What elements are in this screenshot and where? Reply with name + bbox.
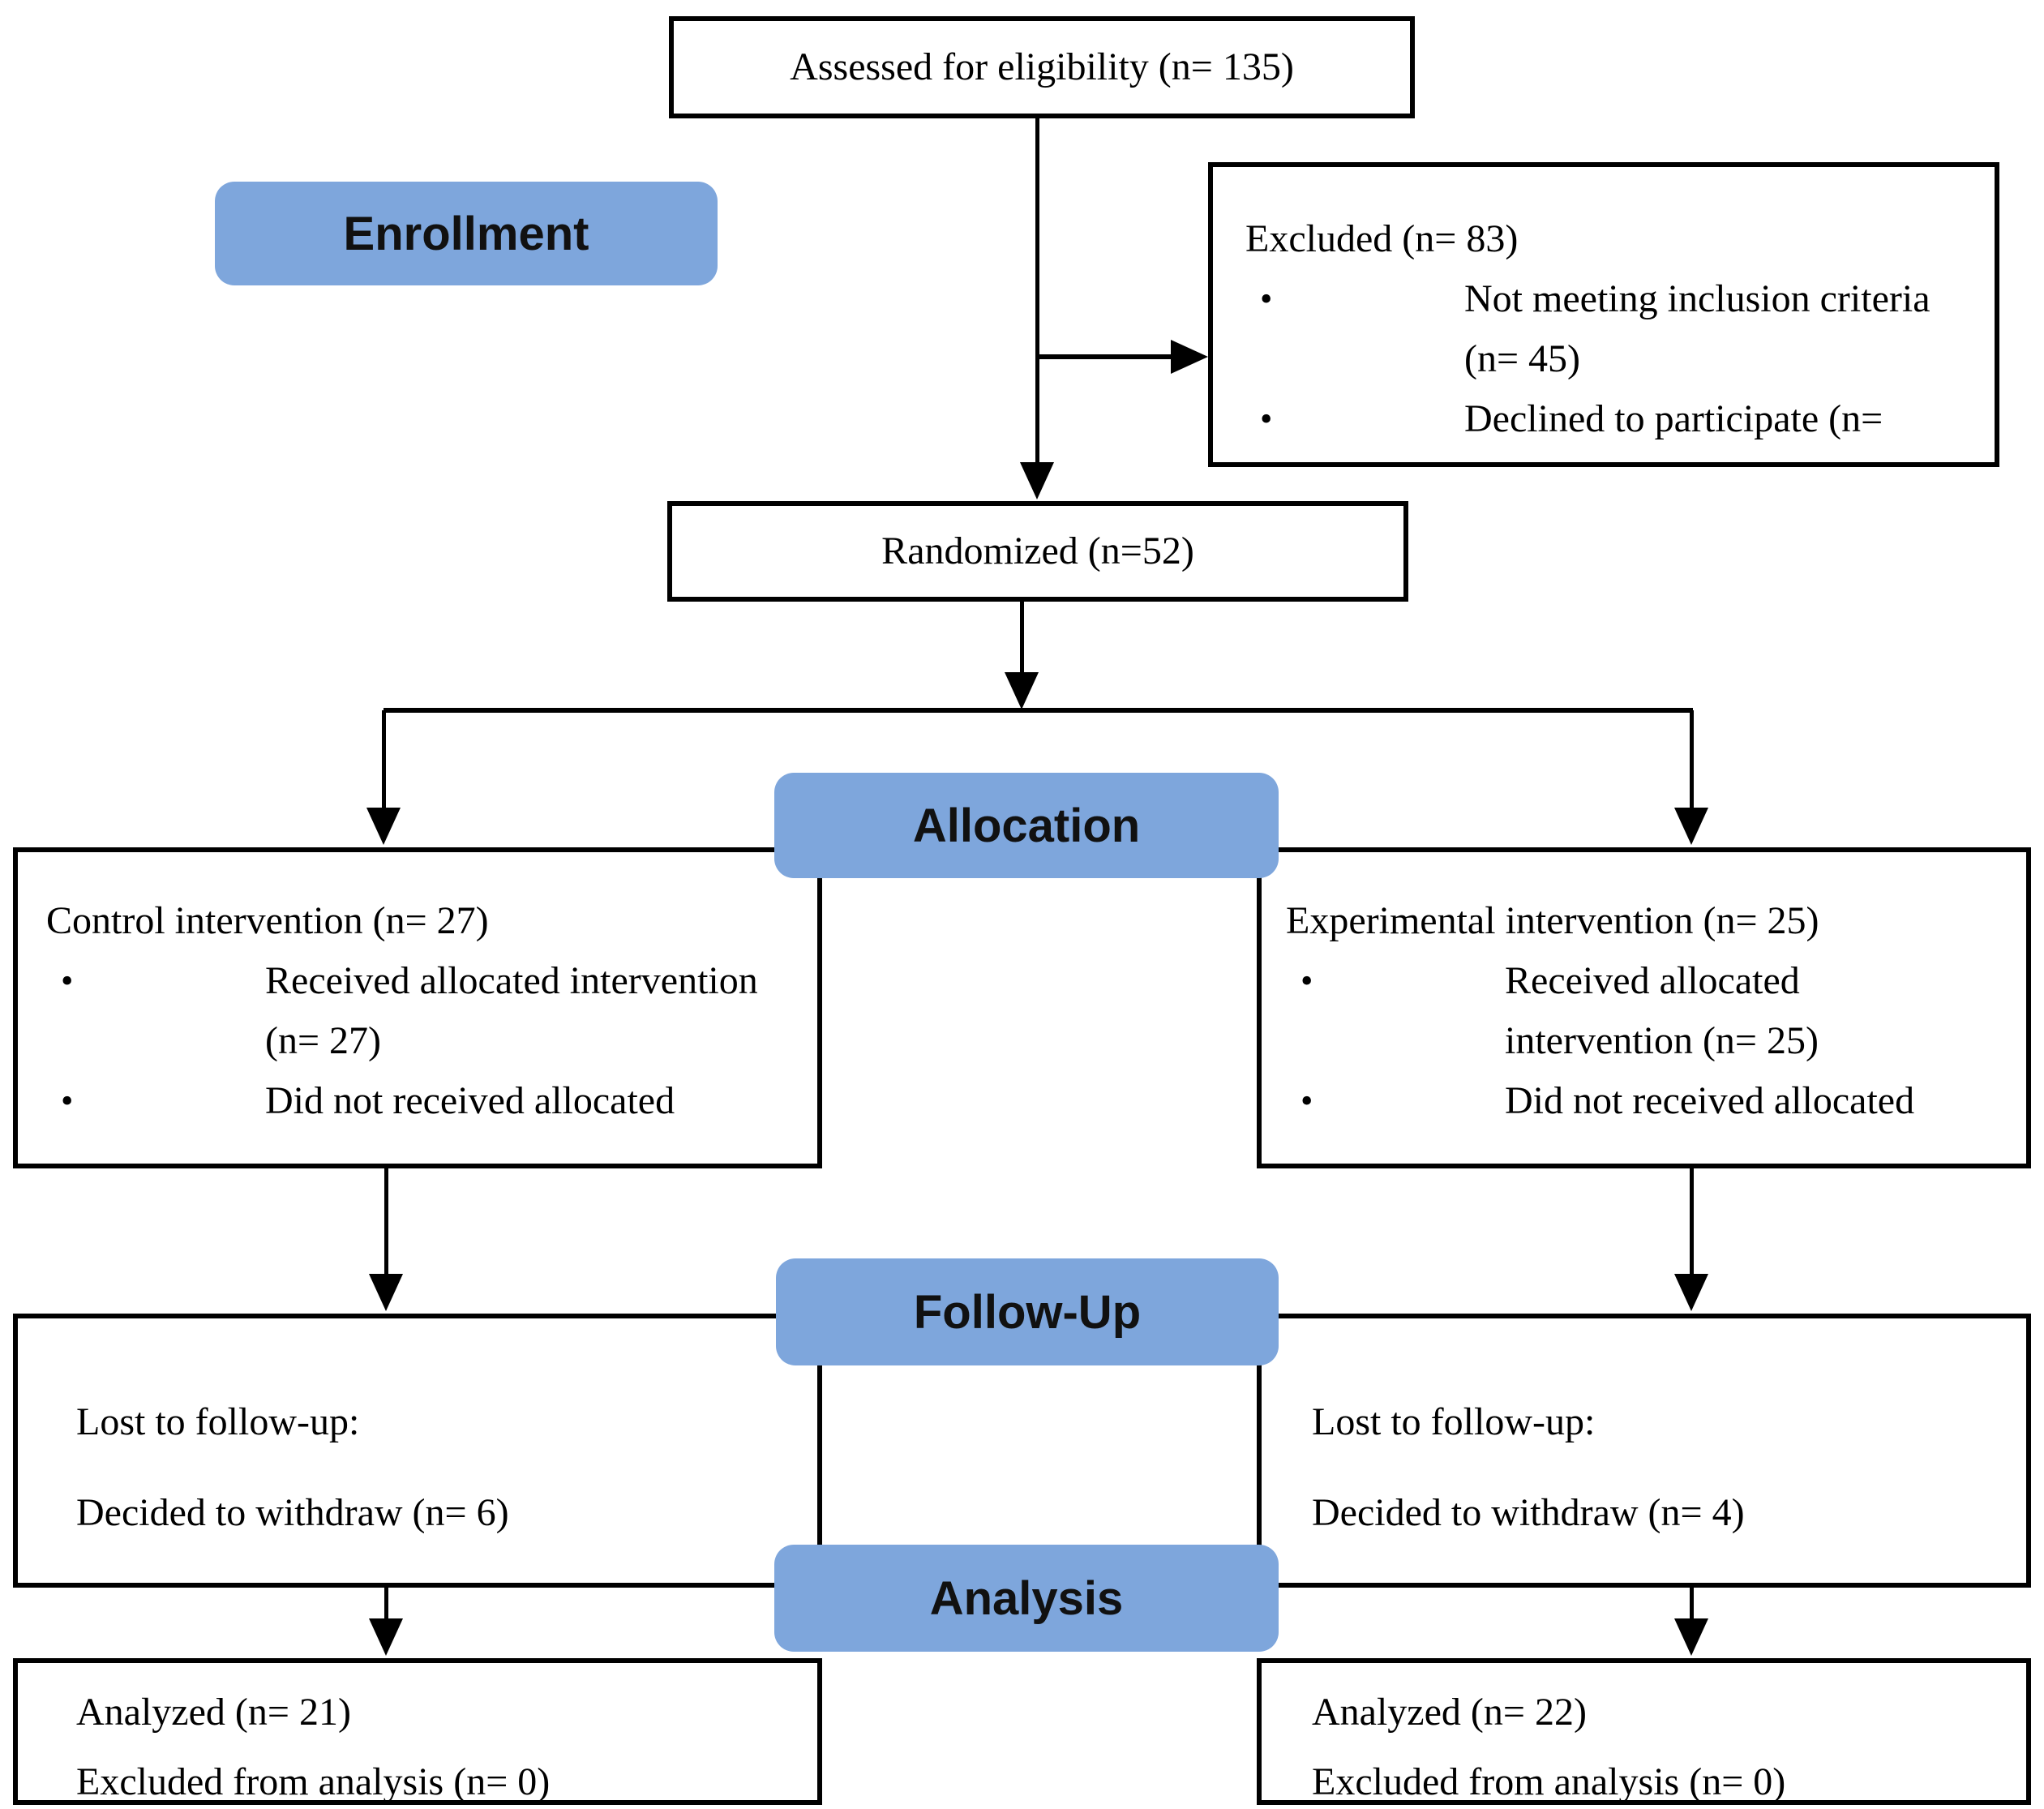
- assessed-box: Assessed for eligibility (n= 135): [669, 16, 1415, 118]
- connector-control-to-followup: [384, 1168, 388, 1277]
- bullet-icon: •: [61, 1081, 74, 1121]
- connector-followup-to-analysis-left: [384, 1588, 388, 1620]
- followup-right-line-1: Lost to follow-up:: [1312, 1400, 1596, 1443]
- analysis-badge: Analysis: [774, 1545, 1279, 1652]
- connector-branch-to-experimental: [1690, 710, 1694, 809]
- enrollment-badge: Enrollment: [215, 182, 718, 285]
- bullet-icon: •: [61, 961, 74, 1001]
- allocation-badge-label: Allocation: [912, 799, 1141, 852]
- control-title: Control intervention (n= 27): [46, 899, 489, 942]
- experimental-bullet-2-text: Did not received allocated: [1505, 1079, 1915, 1122]
- experimental-bullet-2: • Did not received allocated: [1286, 1071, 2010, 1131]
- excluded-title: Excluded (n= 83): [1245, 217, 1519, 260]
- arrow-down-icon: [1674, 808, 1708, 845]
- randomized-box: Randomized (n=52): [667, 501, 1408, 602]
- arrow-down-icon: [1674, 1274, 1708, 1311]
- arrow-down-icon: [366, 808, 401, 845]
- connector-randomized-to-branch: [1020, 602, 1024, 675]
- arrow-down-icon: [1005, 672, 1039, 709]
- analysis-left-line-2: Excluded from analysis (n= 0): [76, 1760, 551, 1803]
- enrollment-badge-label: Enrollment: [343, 207, 589, 260]
- bullet-icon: •: [1260, 399, 1273, 439]
- connector-branch-to-control: [382, 710, 386, 809]
- arrow-down-icon: [369, 1618, 403, 1656]
- experimental-bullet-1: • Received allocated intervention (n= 25…: [1286, 951, 2010, 1071]
- connector-to-excluded: [1038, 354, 1174, 359]
- experimental-box: Experimental intervention (n= 25) • Rece…: [1257, 847, 2031, 1168]
- bullet-icon: •: [1301, 1081, 1313, 1121]
- excluded-bullet-1: • Not meeting inclusion criteria (n= 45): [1245, 269, 1978, 389]
- followup-left-line-2: Decided to withdraw (n= 6): [76, 1491, 509, 1534]
- connector-experimental-to-followup: [1690, 1168, 1694, 1277]
- arrow-down-icon: [1020, 462, 1054, 499]
- control-bullet-2: • Did not received allocated: [46, 1071, 801, 1131]
- analysis-right-box: Analyzed (n= 22) Excluded from analysis …: [1257, 1658, 2031, 1805]
- arrow-right-icon: [1171, 340, 1208, 374]
- analysis-right-line-1: Analyzed (n= 22): [1312, 1691, 1587, 1734]
- analysis-left-line-1: Analyzed (n= 21): [76, 1691, 351, 1734]
- bullet-icon: •: [1301, 961, 1313, 1001]
- followup-left-line-1: Lost to follow-up:: [76, 1400, 360, 1443]
- followup-right-box: Lost to follow-up: Decided to withdraw (…: [1257, 1314, 2031, 1588]
- connector-assessed-to-randomized: [1035, 118, 1039, 462]
- branch-line: [384, 708, 1693, 713]
- excluded-bullet-2: • Declined to participate (n=: [1245, 389, 1978, 449]
- analysis-badge-label: Analysis: [929, 1571, 1124, 1625]
- excluded-bullet-2-text: Declined to participate (n=: [1464, 397, 1883, 440]
- assessed-text: Assessed for eligibility (n= 135): [790, 45, 1294, 88]
- control-bullet-1: • Received allocated intervention (n= 27…: [46, 951, 801, 1071]
- excluded-box: Excluded (n= 83) • Not meeting inclusion…: [1208, 162, 1999, 467]
- excluded-bullet-1-text: Not meeting inclusion criteria (n= 45): [1464, 277, 1930, 380]
- analysis-right-line-2: Excluded from analysis (n= 0): [1312, 1760, 1786, 1803]
- experimental-bullet-1-text: Received allocated intervention (n= 25): [1505, 959, 1819, 1062]
- control-bullet-2-text: Did not received allocated: [265, 1079, 675, 1122]
- bullet-icon: •: [1260, 279, 1273, 319]
- allocation-badge: Allocation: [774, 773, 1279, 878]
- arrow-down-icon: [1674, 1618, 1708, 1656]
- control-box: Control intervention (n= 27) • Received …: [13, 847, 822, 1168]
- connector-followup-to-analysis-right: [1690, 1588, 1694, 1620]
- followup-badge: Follow-Up: [776, 1258, 1279, 1365]
- followup-right-line-2: Decided to withdraw (n= 4): [1312, 1491, 1745, 1534]
- experimental-title: Experimental intervention (n= 25): [1286, 899, 1819, 942]
- analysis-left-box: Analyzed (n= 21) Excluded from analysis …: [13, 1658, 822, 1805]
- arrow-down-icon: [369, 1274, 403, 1311]
- control-bullet-1-text: Received allocated intervention (n= 27): [265, 959, 758, 1062]
- randomized-text: Randomized (n=52): [881, 529, 1194, 572]
- followup-badge-label: Follow-Up: [913, 1285, 1142, 1339]
- followup-left-box: Lost to follow-up: Decided to withdraw (…: [13, 1314, 822, 1588]
